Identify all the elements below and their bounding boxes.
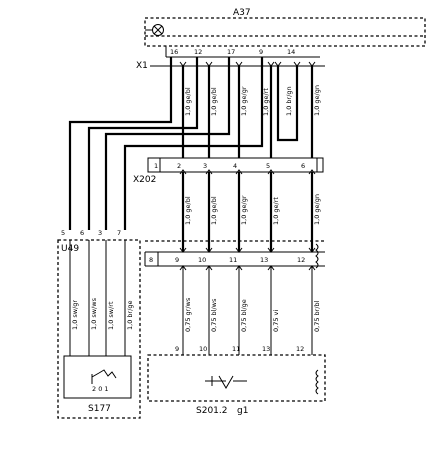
a37-pin-label: 9 xyxy=(259,48,263,56)
s201-frame xyxy=(147,354,326,402)
x202-pin-label: 2 xyxy=(177,162,181,170)
wire-label: 1,0 ge/gr xyxy=(240,86,248,116)
s177-symbol-digits: 2 0 1 xyxy=(92,385,109,393)
a37-pin-label: 16 xyxy=(170,48,178,56)
wire-label: 1,0 sw/rt xyxy=(107,301,115,330)
x202-label: X202 xyxy=(133,175,156,185)
lower-connector: 8 9 10 11 13 12 xyxy=(144,240,325,271)
middle-wires xyxy=(181,172,314,252)
x202-body xyxy=(147,157,324,173)
lower-pin-label: 11 xyxy=(229,256,237,264)
wire-label: 1,0 ge/bl xyxy=(210,87,218,116)
wire-label: 1,0 br/ge xyxy=(126,300,134,330)
s201-pin-label: 13 xyxy=(262,345,270,353)
wire-label: 1,0 sw/ws xyxy=(90,297,98,330)
middle-wire-labels: 1,0 ge/bl 1,0 ge/bl 1,0 ge/gr 1,0 ge/rt … xyxy=(184,194,321,225)
ground-coil-icon xyxy=(315,243,319,269)
wire-label: 0,75 bl/ge xyxy=(240,299,248,332)
x202-pin-label: 1 xyxy=(154,162,158,170)
wire-label: 1,0 sw/gr xyxy=(71,300,79,330)
u49-pin-label: 5 xyxy=(61,229,65,237)
wire-label: 1,0 ge/gn xyxy=(313,85,321,116)
wire-label: 0,75 bl/ws xyxy=(210,298,218,332)
lower-wire-labels: 0,75 gr/ws 0,75 bl/ws 0,75 bl/ge 0,75 vi… xyxy=(184,297,321,332)
wire-label: 1,0 br/gn xyxy=(285,86,293,116)
module-s201-2: 9 10 11 13 12 S201.2 g1 xyxy=(147,345,326,416)
s201-sublabel: g1 xyxy=(237,406,248,416)
x202-pin-label: 6 xyxy=(301,162,305,170)
u49-pin-label: 6 xyxy=(80,229,84,237)
x202-pin-label: 5 xyxy=(266,162,270,170)
wire-label: 0,75 br/bl xyxy=(313,300,321,332)
wire-label: 1,0 ge/bl xyxy=(184,196,192,225)
lower-pin-label: 8 xyxy=(149,256,153,264)
lower-pin-label: 9 xyxy=(175,256,179,264)
a37-label: A37 xyxy=(233,8,251,18)
s201-pin-label: 12 xyxy=(296,345,304,353)
a37-pin-label: 12 xyxy=(194,48,202,56)
a37-frame xyxy=(144,17,426,47)
lower-wires xyxy=(182,266,313,355)
connector-x202: X202 1 2 3 4 5 6 xyxy=(133,157,324,185)
u49-pin-label: 3 xyxy=(98,229,102,237)
x202-pin-label: 4 xyxy=(233,162,237,170)
a37-pin-label: 17 xyxy=(227,48,235,56)
selector-switch-icon xyxy=(91,369,117,384)
u49-pin-label: 7 xyxy=(117,229,121,237)
wire-label: 0,75 vi xyxy=(272,310,280,332)
wire-label: 0,75 gr/ws xyxy=(184,297,192,332)
u49-frame xyxy=(57,239,141,419)
x202-pin-label: 3 xyxy=(203,162,207,170)
bulb-icon xyxy=(145,24,164,36)
x1-label: X1 xyxy=(136,61,148,71)
upper-wires xyxy=(181,66,314,158)
s201-label: S201.2 xyxy=(196,406,227,416)
wire-label: 1,0 ge/rt xyxy=(272,197,280,225)
wire-label: 1,0 ge/bl xyxy=(184,87,192,116)
wire-label: 1,0 ge/bl xyxy=(210,196,218,225)
connector-x1: X1 16 12 17 9 14 xyxy=(136,48,325,71)
x1-plug-symbols xyxy=(179,61,316,67)
wire-label: 1,0 ge/gn xyxy=(313,194,321,225)
upper-wire-labels: 1,0 ge/bl 1,0 ge/bl 1,0 ge/gr 1,0 ge/rt … xyxy=(184,85,321,116)
s201-coil-icon xyxy=(315,369,319,395)
module-u49: U49 5 6 3 7 1,0 sw/gr 1,0 sw/ws 1,0 sw/r… xyxy=(57,229,141,419)
u49-feed-wires xyxy=(68,57,264,230)
s177-body xyxy=(63,355,132,399)
s201-pin-label: 10 xyxy=(199,345,207,353)
switch-symbol-icon xyxy=(205,375,247,389)
wire-label: 1,0 ge/gr xyxy=(240,195,248,225)
lower-pin-label: 13 xyxy=(260,256,268,264)
wire-label: 1,0 ge/rt xyxy=(262,88,270,116)
module-a37: A37 xyxy=(144,8,426,58)
s177-label: S177 xyxy=(88,404,111,414)
lower-pin-label: 10 xyxy=(198,256,206,264)
lower-pin-label: 12 xyxy=(297,256,305,264)
a37-pin-label: 14 xyxy=(287,48,295,56)
s201-pin-label: 9 xyxy=(175,345,179,353)
s201-pin-label: 11 xyxy=(232,345,240,353)
